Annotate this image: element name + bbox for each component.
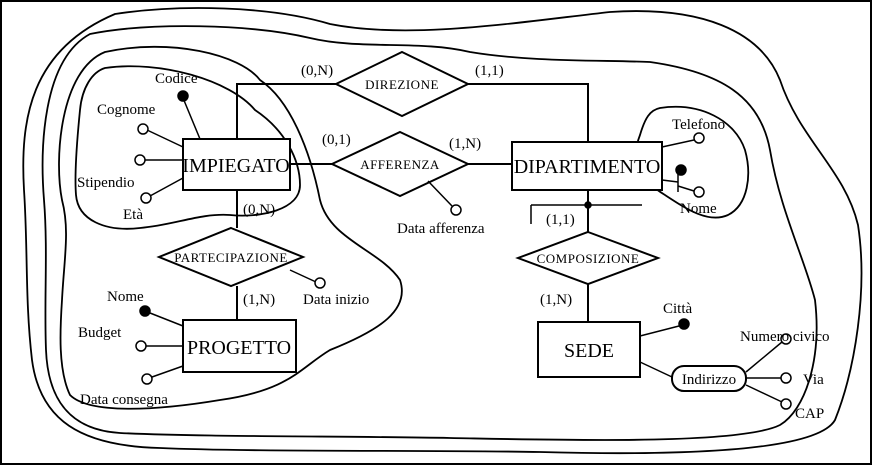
attr-data-consegna-marker <box>141 373 153 385</box>
relationship-afferenza-diamond <box>329 130 471 198</box>
attr-via-marker <box>780 372 792 384</box>
card-impiegato-partecipazione: (0,N) <box>243 202 275 218</box>
attr-nome-prog-label: Nome <box>107 289 144 305</box>
attr-data-afferenza-label: Data afferenza <box>397 221 485 237</box>
attr-citta-line <box>639 325 680 337</box>
attr-telefono-label: Telefono <box>672 117 725 133</box>
attr-indirizzo-line <box>639 361 673 378</box>
attr-data-inizio-line <box>289 269 317 283</box>
relationship-direzione-diamond <box>333 50 471 118</box>
attr-data-afferenza-line <box>427 180 453 207</box>
attr-citta-key-marker <box>678 318 690 330</box>
external-identifier-junction <box>584 201 592 209</box>
relationship-afferenza-label: AFFERENZA <box>360 157 440 172</box>
attr-cap-line <box>745 384 783 403</box>
attr-data-consegna-line <box>151 365 184 378</box>
impiegato-boundary <box>74 65 301 230</box>
attr-telefono-line <box>661 139 695 148</box>
attr-data-consegna-label: Data consegna <box>80 392 168 408</box>
attr-data-inizio-label: Data inizio <box>303 292 369 308</box>
card-progetto-partecipazione: (1,N) <box>243 292 275 308</box>
attr-numero-civico-label: Numero civico <box>740 329 830 345</box>
attr-eta-label: Età <box>123 207 143 223</box>
attr-nome-dip-branch <box>677 185 695 192</box>
attr-eta-line <box>149 177 184 197</box>
attr-codice-key-marker <box>177 90 189 102</box>
relationship-composizione-label: COMPOSIZIONE <box>537 251 640 266</box>
attr-budget-label: Budget <box>78 325 122 341</box>
card-impiegato-direzione: (0,N) <box>301 63 333 79</box>
attr-indirizzo-label: Indirizzo <box>682 372 736 388</box>
attr-cognome-marker <box>137 123 149 135</box>
relationship-partecipazione-label: PARTECIPAZIONE <box>174 250 288 265</box>
attr-nome-prog-line <box>149 312 184 327</box>
attr-nome-dip-line <box>661 179 679 183</box>
attr-codice-label: Codice <box>155 71 198 87</box>
entity-impiegato-box <box>182 138 291 191</box>
entity-impiegato-label: IMPIEGATO <box>182 155 289 177</box>
attr-data-afferenza-marker <box>450 204 462 216</box>
dipartimento-boundary <box>635 106 750 219</box>
entity-sede-label: SEDE <box>564 340 614 362</box>
attr-eta-marker <box>140 192 152 204</box>
entity-progetto-box <box>182 319 297 373</box>
attr-citta-label: Città <box>663 301 693 317</box>
card-dipartimento-direzione: (1,1) <box>475 63 504 79</box>
card-dipartimento-afferenza: (1,N) <box>449 136 481 152</box>
attr-via-label: Via <box>803 372 824 388</box>
attr-stipendio-label: Stipendio <box>77 175 135 191</box>
attr-numero-civico-marker <box>780 333 792 345</box>
line-direzione-dipartimento <box>468 83 589 142</box>
attr-data-inizio-marker <box>314 277 326 289</box>
attr-numero-civico-line <box>745 341 783 373</box>
card-impiegato-afferenza: (0,1) <box>322 132 351 148</box>
attr-nome-dip-key-marker <box>675 164 687 176</box>
entity-progetto-label: PROGETTO <box>187 337 291 359</box>
attr-cognome-label: Cognome <box>97 102 156 118</box>
relationship-partecipazione-diamond <box>156 226 306 288</box>
entity-dipartimento-label: DIPARTIMENTO <box>514 156 661 178</box>
attr-nome-prog-key-marker <box>139 305 151 317</box>
card-dipartimento-composizione: (1,1) <box>546 212 575 228</box>
inner-boundary-left <box>58 45 403 410</box>
attr-telefono-marker <box>693 132 705 144</box>
line-impiegato-direzione <box>236 83 336 138</box>
attr-codice-line <box>182 97 201 140</box>
middle-boundary <box>41 25 818 441</box>
attr-cap-label: CAP <box>795 406 824 422</box>
attr-stipendio-marker <box>134 154 146 166</box>
card-sede-composizione: (1,N) <box>540 292 572 308</box>
outer-boundary <box>22 7 863 455</box>
relationship-composizione-diamond <box>515 230 661 286</box>
attr-cognome-line <box>146 129 184 148</box>
attr-cap-marker <box>780 398 792 410</box>
attr-nome-dip-marker <box>693 186 705 198</box>
attr-budget-marker <box>135 340 147 352</box>
entity-dipartimento-box <box>511 141 663 191</box>
attr-nome-dip-label: Nome <box>680 201 717 217</box>
relationship-direzione-label: DIREZIONE <box>365 77 439 92</box>
entity-sede-box <box>537 321 641 378</box>
